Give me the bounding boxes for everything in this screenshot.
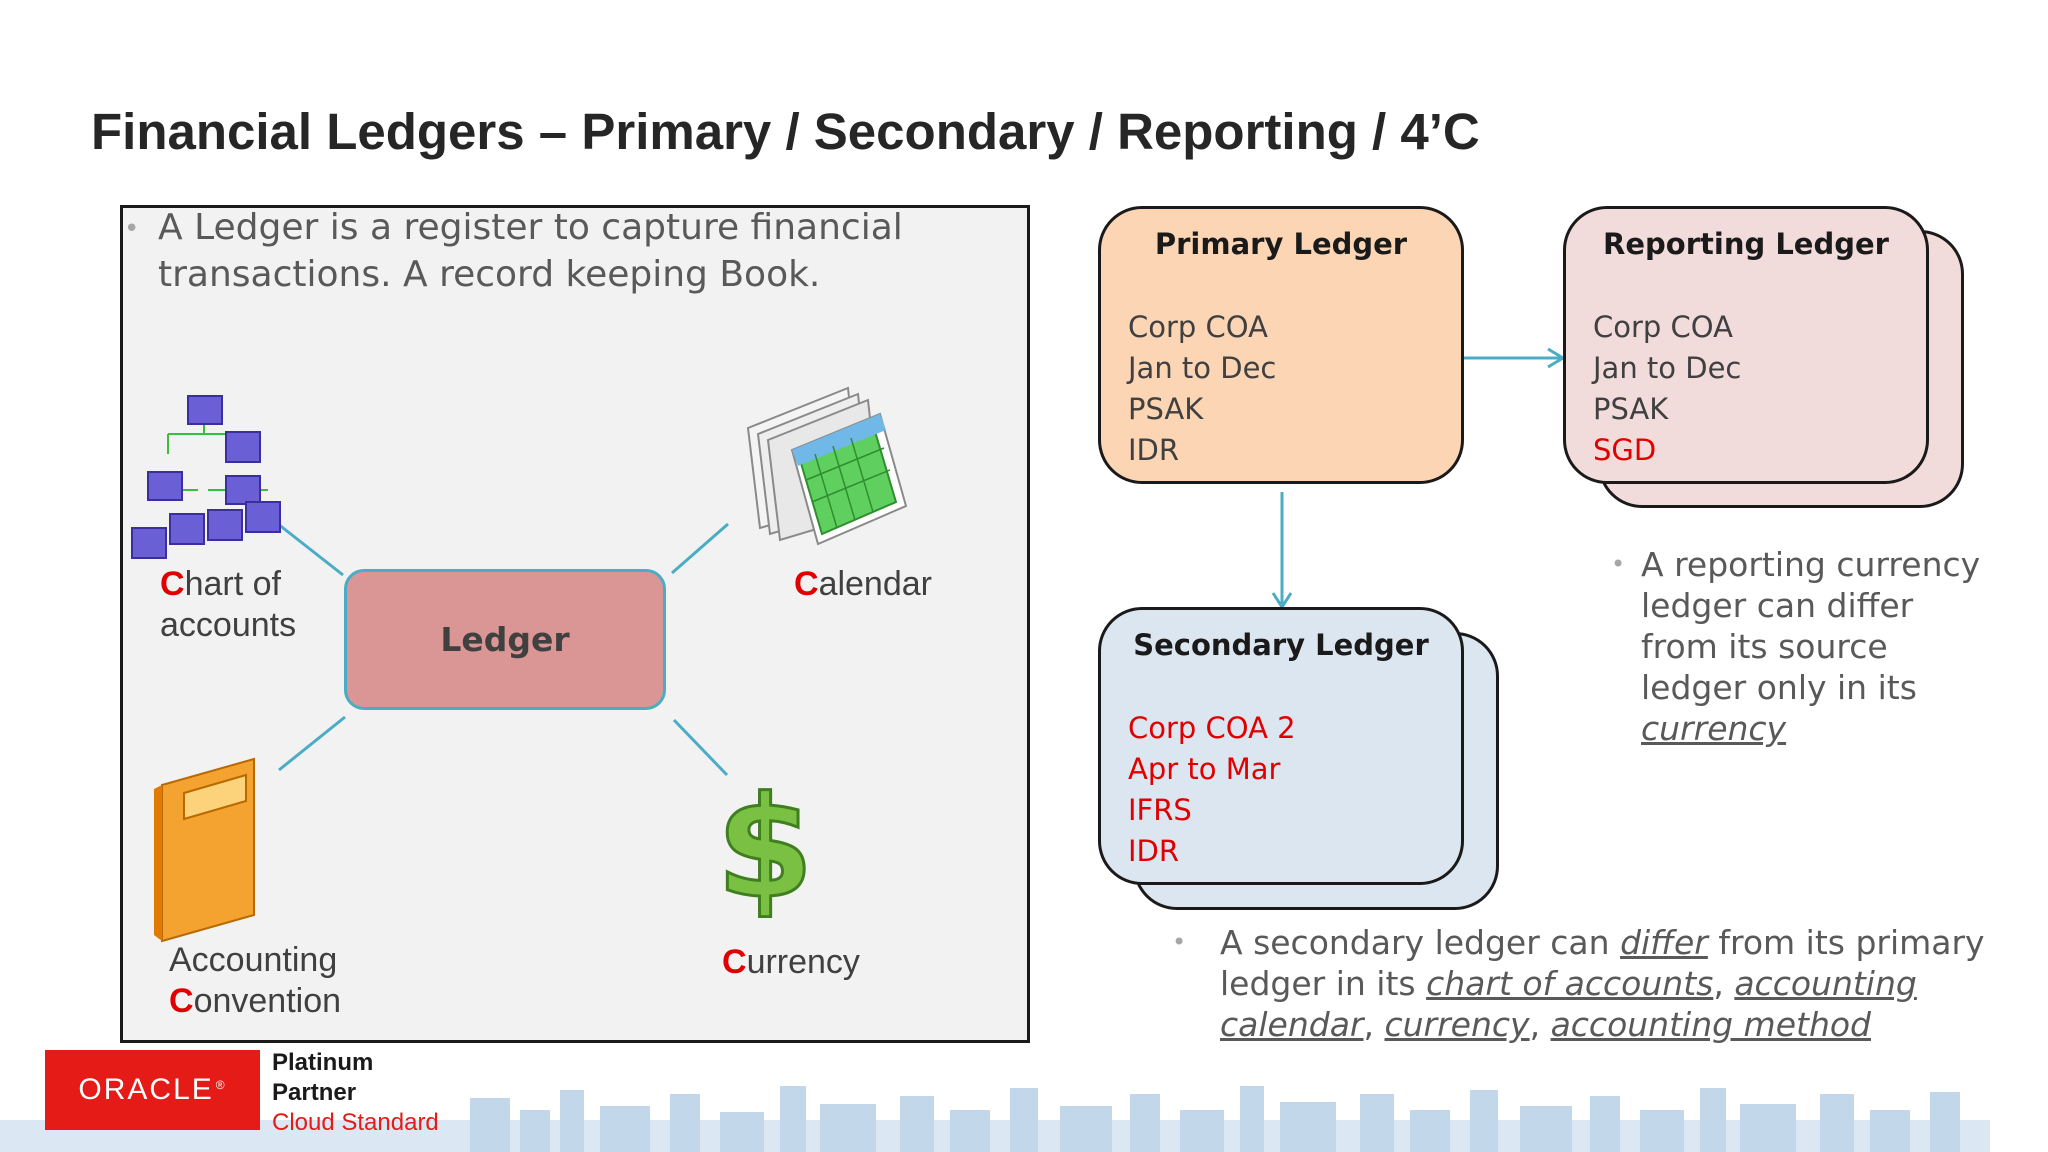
org-chart-icon <box>131 395 281 559</box>
label-calendar: Calendar <box>794 565 932 603</box>
partner-badge: Platinum Partner Cloud Standard <box>272 1049 439 1136</box>
secondary-ledger-note: • A secondary ledger can differ from its… <box>1172 923 1985 1044</box>
reporting-ledger-title: Reporting Ledger <box>1603 227 1889 261</box>
primary-ledger-lines: Corp COA Jan to Dec PSAK IDR <box>1128 310 1277 467</box>
slide-title: Financial Ledgers – Primary / Secondary … <box>91 103 1480 160</box>
oracle-logo: ORACLE® <box>45 1050 260 1130</box>
book-icon <box>154 757 255 943</box>
label-accounting-convention: Accounting Convention <box>169 941 342 1020</box>
connector-calendar <box>671 522 729 575</box>
bullet-icon: • <box>124 214 140 244</box>
calendar-icon <box>746 386 908 546</box>
ledger-center-box: Ledger <box>344 569 666 710</box>
secondary-ledger-card: Secondary Ledger Corp COA 2 Apr to Mar I… <box>1098 607 1464 885</box>
city-skyline-decoration <box>0 1086 1990 1152</box>
dollar-icon: $ <box>715 768 815 918</box>
reporting-ledger-lines: Corp COA Jan to Dec PSAK SGD <box>1593 310 1742 467</box>
bullet-icon: • <box>1172 928 1187 956</box>
intro-text-content: A Ledger is a register to capture financ… <box>158 207 903 295</box>
label-currency: Currency <box>722 943 860 981</box>
primary-ledger-title: Primary Ledger <box>1154 227 1408 261</box>
reporting-currency-note: • A reporting currency ledger can differ… <box>1611 545 1981 748</box>
connector-chart <box>277 522 344 577</box>
intro-text: • A Ledger is a register to capture fina… <box>124 204 1018 298</box>
secondary-ledger-lines: Corp COA 2 Apr to Mar IFRS IDR <box>1128 711 1296 868</box>
secondary-ledger-title: Secondary Ledger <box>1133 628 1429 662</box>
reporting-ledger-card: Reporting Ledger Corp COA Jan to Dec PSA… <box>1563 206 1929 484</box>
primary-ledger-card: Primary Ledger Corp COA Jan to Dec PSAK … <box>1098 206 1464 484</box>
label-chart-of-accounts: Chart of accounts <box>160 565 297 644</box>
connector-accounting <box>278 715 346 772</box>
bullet-icon: • <box>1611 550 1626 578</box>
connector-currency <box>672 718 729 777</box>
svg-text:$: $ <box>716 768 813 918</box>
